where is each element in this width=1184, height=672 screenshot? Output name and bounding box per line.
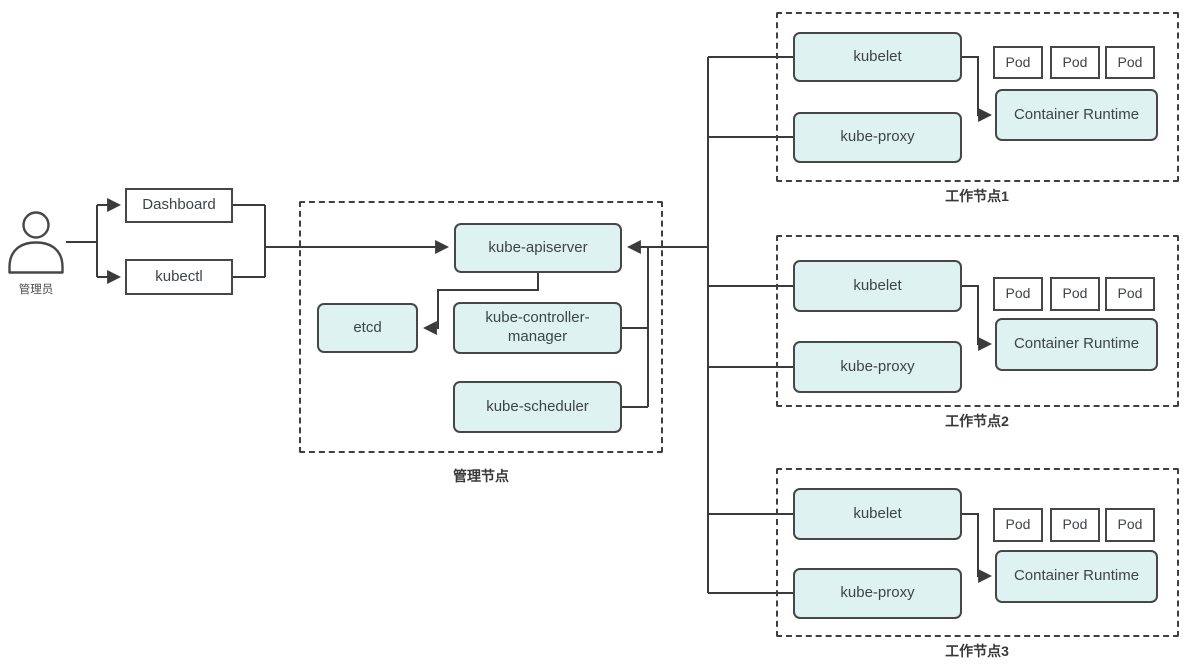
kube-apiserver-node: kube-apiserver [454,223,622,273]
worker1-kube-proxy-node: kube-proxy [793,112,962,163]
worker-node-1-label: 工作节点1 [945,188,1009,204]
master-node-label: 管理节点 [453,468,509,484]
worker3-container-runtime-node: Container Runtime [995,550,1158,603]
arrow-kubelet1-to-runtime [962,56,993,122]
worker1-kubelet-node: kubelet [793,32,962,82]
kube-scheduler-node: kube-scheduler [453,381,622,433]
master-node-zone [299,201,663,453]
worker-node-1-zone [776,12,1179,182]
worker3-pod: Pod [993,508,1043,542]
worker1-pod: Pod [1050,46,1100,79]
kubectl-node: kubectl [125,259,233,295]
admin-branch-line [66,205,98,277]
arrow-apiserver-to-etcd [422,273,539,335]
worker2-kube-proxy-node: kube-proxy [793,341,962,393]
worker3-pod: Pod [1050,508,1100,542]
worker3-kube-proxy-node: kube-proxy [793,568,962,619]
worker3-kubelet-node: kubelet [793,488,962,540]
worker-node-3-zone [776,468,1179,637]
worker2-container-runtime-node: Container Runtime [995,318,1158,371]
worker2-pod: Pod [1050,277,1100,311]
worker2-kubelet-node: kubelet [793,260,962,312]
etcd-node: etcd [317,303,418,353]
clients-merge-line [233,204,266,278]
worker1-pod: Pod [1105,46,1155,79]
worker3-pod: Pod [1105,508,1155,542]
worker-node-2-label: 工作节点2 [945,413,1009,429]
worker-node-2-zone [776,235,1179,407]
dashboard-node: Dashboard [125,188,233,223]
worker1-pod: Pod [993,46,1043,79]
admin-person-icon [8,211,64,274]
trunk-branches [708,56,793,594]
arrow-kubelet2-to-runtime [962,285,993,351]
arrow-kubelet3-to-runtime [962,513,993,583]
master-right-connector [622,247,649,408]
worker2-pod: Pod [993,277,1043,311]
worker1-container-runtime-node: Container Runtime [995,89,1158,141]
worker-node-3-label: 工作节点3 [945,643,1009,659]
worker2-pod: Pod [1105,277,1155,311]
kube-controller-manager-node: kube-controller-manager [453,302,622,354]
admin-label: 管理员 [18,284,54,296]
